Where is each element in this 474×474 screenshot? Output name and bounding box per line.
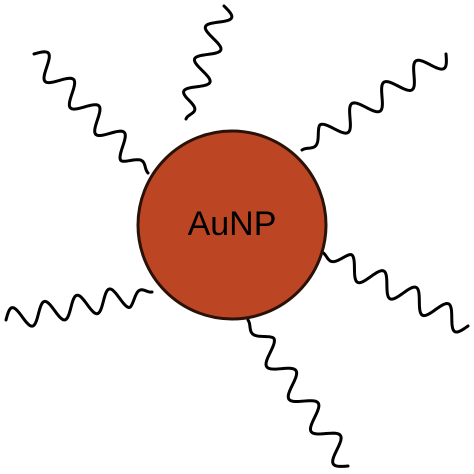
ligand-chain-bottom bbox=[246, 318, 350, 468]
ligand-chain-upper-right bbox=[300, 52, 448, 152]
ligand-chain-lower-left bbox=[4, 287, 154, 328]
ligand-layer bbox=[4, 4, 470, 468]
ligand-chain-top bbox=[182, 4, 234, 121]
ligand-chain-right bbox=[320, 250, 470, 334]
particle-label: AuNP bbox=[188, 205, 277, 243]
ligand-chain-upper-left bbox=[32, 50, 150, 175]
gold-nanoparticle bbox=[136, 129, 328, 321]
